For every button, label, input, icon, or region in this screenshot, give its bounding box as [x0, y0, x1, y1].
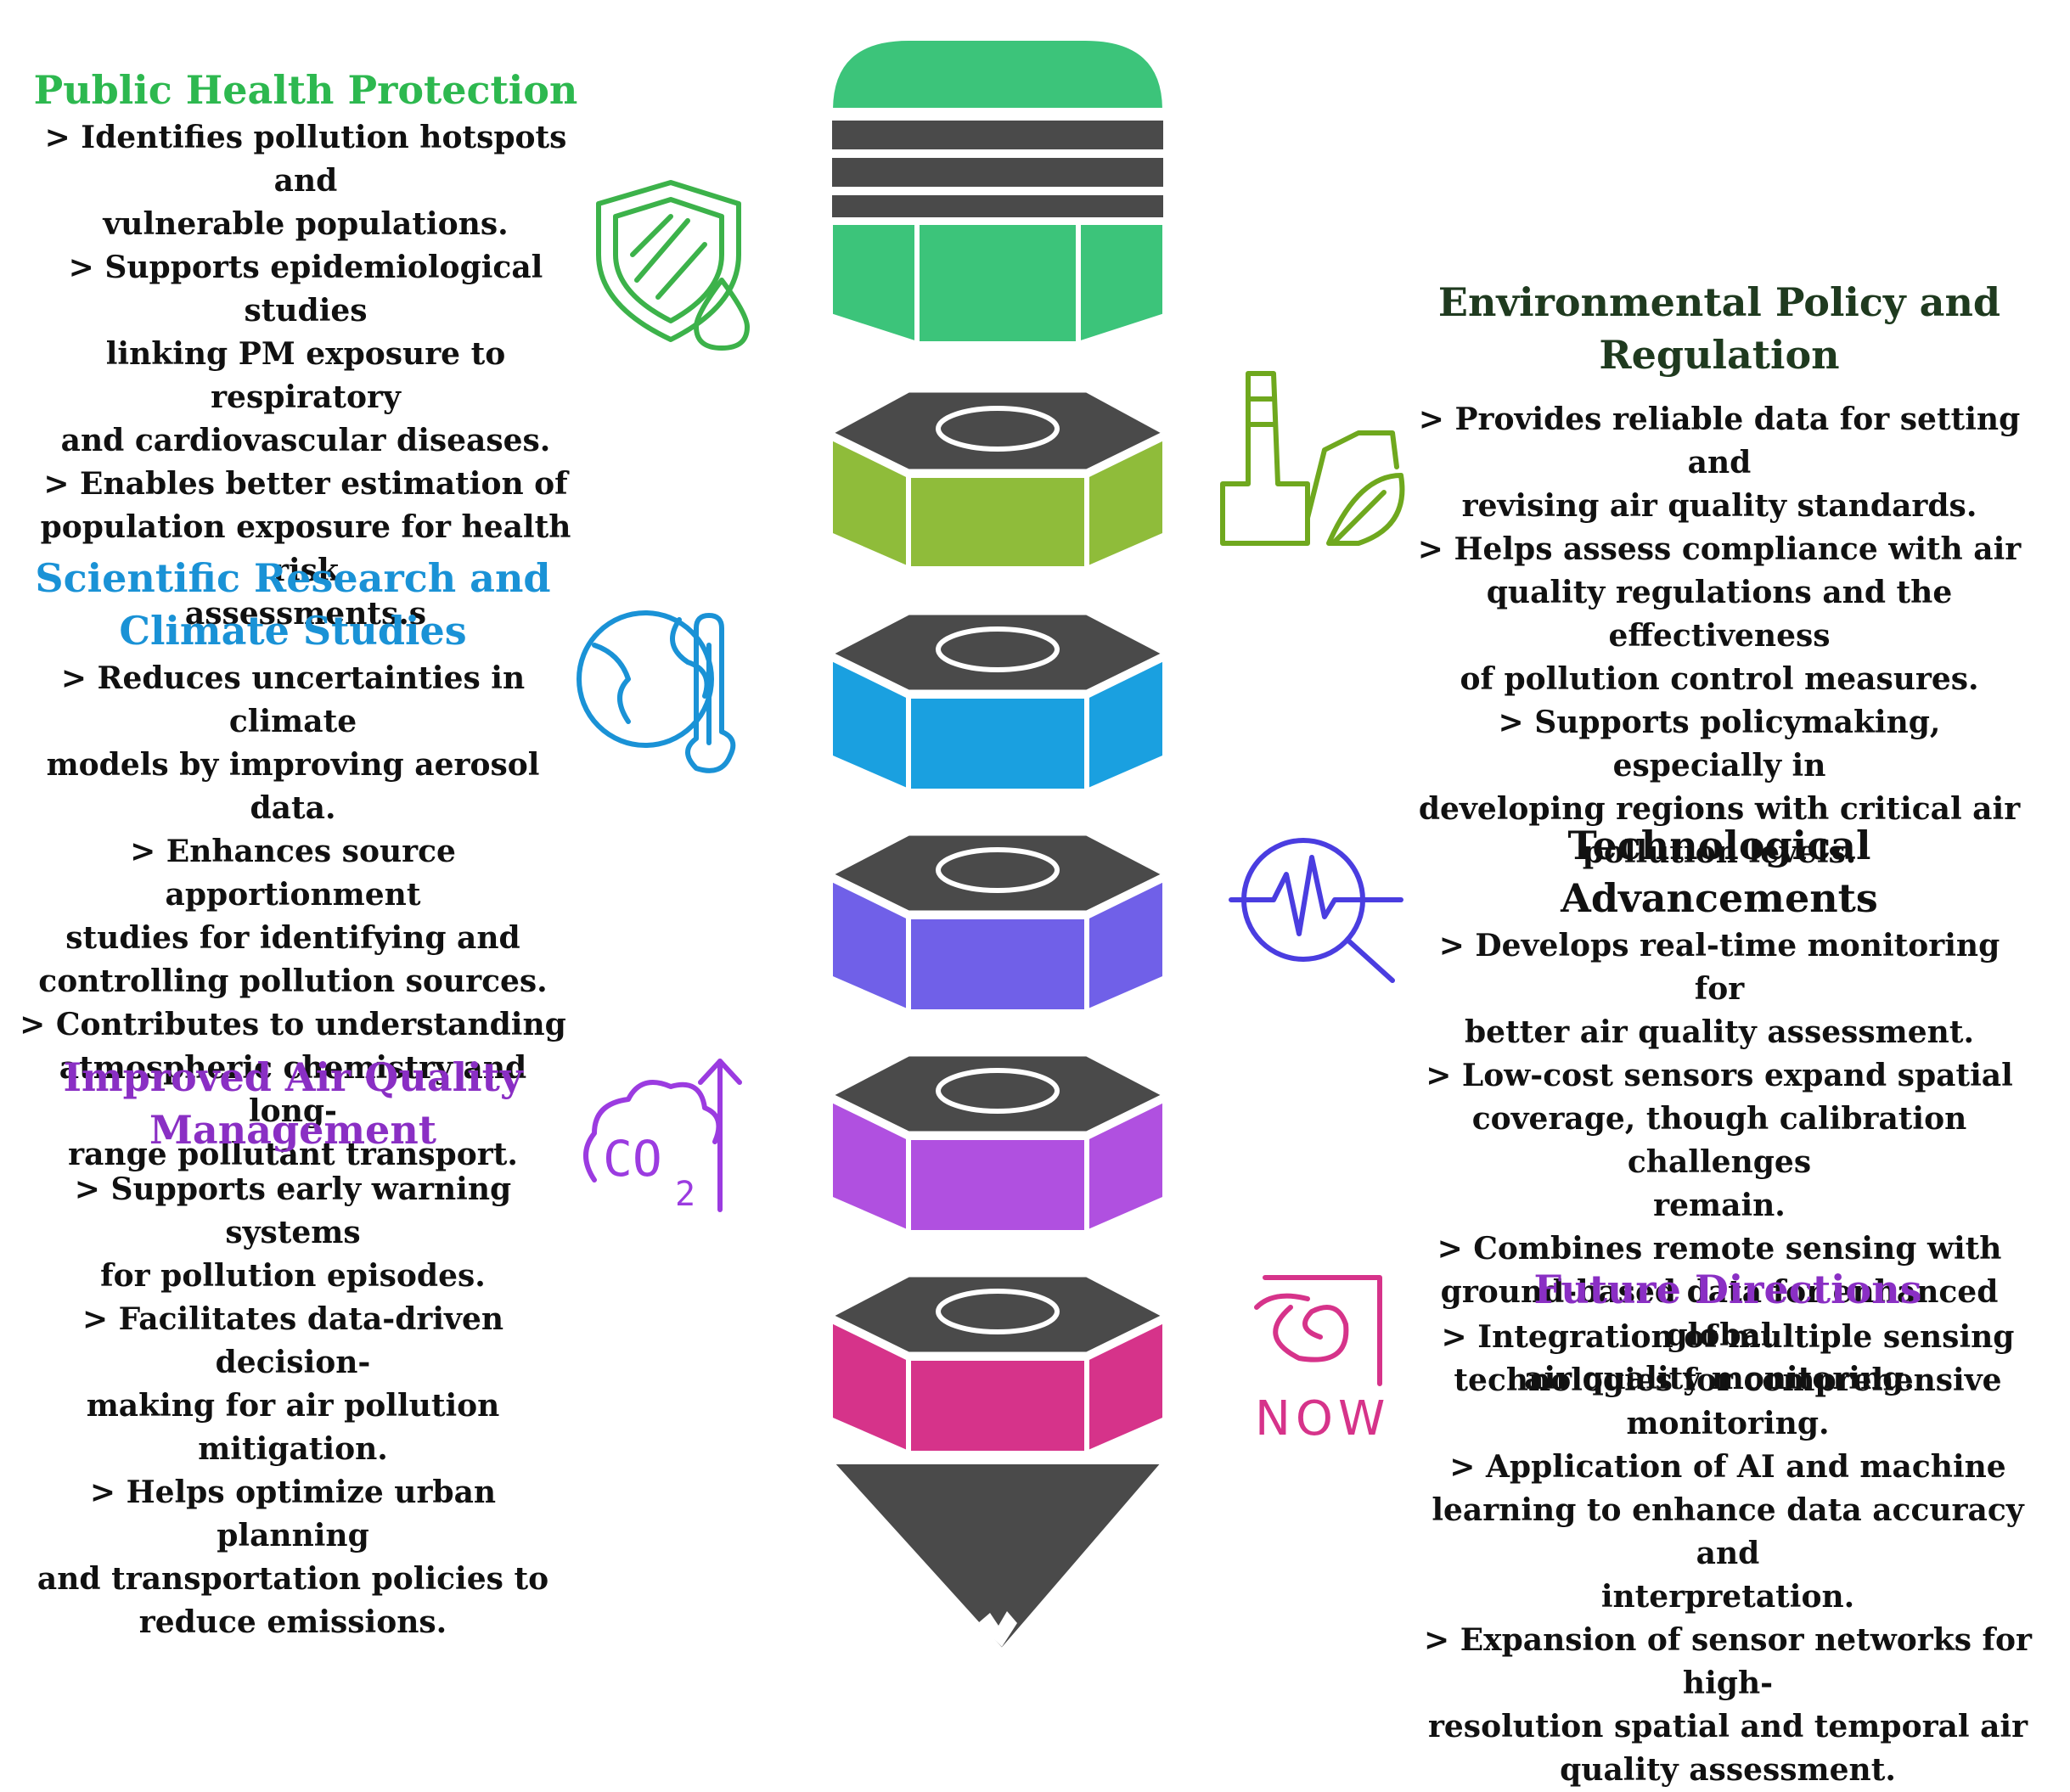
factory-leaf-icon	[1220, 371, 1405, 546]
research-line: > Contributes to understanding	[20, 1007, 566, 1042]
health-line: population exposure for health risk	[40, 509, 571, 588]
shield-drop-icon	[596, 180, 750, 351]
policy-line: > Helps assess compliance with air	[1417, 531, 2022, 567]
policy-line: revising air quality standards.	[1461, 488, 1977, 524]
pulse-magnifier-icon	[1229, 838, 1403, 983]
aqm-line: > Helps optimize urban planning	[89, 1475, 497, 1553]
future-line: technologies for comprehensive	[1454, 1362, 2002, 1398]
tech-line: better air quality assessment.	[1465, 1014, 1974, 1050]
tech-body: > Develops real-time monitoring for bett…	[1409, 924, 2029, 1401]
aqm-title-line1: Improved Air Quality	[63, 1054, 523, 1100]
health-line: vulnerable populations.	[103, 206, 509, 242]
future-line: monitoring.	[1626, 1406, 1830, 1441]
tech-line: remain.	[1653, 1188, 1786, 1223]
future-body: > Integration of multiple sensing techno…	[1409, 1316, 2046, 1792]
research-body: > Reduces uncertainties in climate model…	[13, 657, 573, 1177]
segment-purple	[825, 1052, 1170, 1237]
future-block: Future Directions > Integration of multi…	[1409, 1263, 2046, 1792]
tech-line: > Low-cost sensors expand spatial	[1426, 1058, 2013, 1093]
research-line: atmospheric chemistry and long-	[59, 1050, 527, 1129]
infographic: CO 2 NOW Public Health Protection > Iden…	[13, 36, 2032, 1788]
aqm-line: and transportation policies to	[37, 1561, 549, 1597]
health-body: > Identifies pollution hotspots and vuln…	[25, 116, 586, 636]
aqm-line: for pollution episodes.	[100, 1258, 486, 1294]
policy-title-line1: Environmental Policy and	[1437, 279, 2001, 325]
future-line: > Application of AI and machine	[1449, 1449, 2006, 1485]
research-line: > Reduces uncertainties in climate	[60, 660, 526, 739]
health-title: Public Health Protection	[33, 67, 578, 113]
policy-line: > Provides reliable data for setting and	[1418, 402, 2021, 480]
future-line: interpretation.	[1600, 1579, 1855, 1615]
health-line: and cardiovascular diseases.	[60, 423, 551, 458]
policy-line: pollution levels.	[1582, 834, 1857, 870]
tech-title: Technological Advancements	[1561, 823, 1878, 921]
icon-layer: CO 2 NOW	[577, 180, 1405, 1447]
aqm-line: reduce emissions.	[138, 1604, 447, 1640]
tech-line: coverage, though calibration challenges	[1471, 1101, 1967, 1180]
aqm-line: making for air pollution mitigation.	[86, 1388, 500, 1467]
research-title-line2: Climate Studies	[119, 608, 467, 654]
policy-line: > Supports policymaking, especially in	[1498, 705, 1941, 784]
policy-body: > Provides reliable data for setting and…	[1409, 398, 2029, 874]
globe-thermometer-icon	[577, 610, 736, 773]
central-pencil-stack	[824, 36, 1171, 1655]
research-block: Scientific Research and Climate Studies …	[13, 552, 573, 1177]
policy-line: developing regions with critical air	[1418, 791, 2021, 827]
future-line: learning to enhance data accuracy and	[1432, 1492, 2024, 1571]
now-label: NOW	[1255, 1391, 1390, 1447]
health-line: > Enables better estimation of	[43, 466, 568, 502]
tech-line: ground-based data for enhanced global	[1440, 1274, 1999, 1353]
co2-cloud-arrow-icon: CO 2	[583, 1059, 742, 1214]
research-line: > Enhances source apportionment	[130, 834, 456, 913]
research-line: range pollutant transport.	[68, 1137, 518, 1172]
segment-indigo	[825, 831, 1170, 1016]
tech-line: > Combines remote sensing with	[1437, 1231, 2002, 1267]
policy-line: of pollution control measures.	[1460, 661, 1979, 697]
policy-line: quality regulations and the effectivenes…	[1486, 575, 1953, 654]
segment-magenta	[825, 1272, 1170, 1458]
policy-title-line2: Regulation	[1599, 332, 1840, 378]
aqm-title-line2: Management	[149, 1107, 437, 1153]
pencil-tip	[824, 1459, 1171, 1655]
tech-line: > Develops real-time monitoring for	[1438, 928, 2000, 1007]
tech-block: Technological Advancements > Develops re…	[1409, 819, 2029, 1401]
health-block: Public Health Protection > Identifies po…	[25, 64, 586, 636]
future-line: quality assessment.	[1560, 1752, 1896, 1788]
health-line: assessments.s	[184, 596, 427, 632]
segment-olive	[825, 388, 1170, 573]
policy-block: Environmental Policy and Regulation > Pr…	[1409, 276, 2029, 874]
aqm-block: Improved Air Quality Management > Suppor…	[21, 1051, 565, 1644]
research-line: controlling pollution sources.	[38, 963, 548, 999]
health-line: > Identifies pollution hotspots and	[44, 120, 567, 199]
tech-line: air quality monitoring.	[1524, 1361, 1915, 1396]
co2-subscript: 2	[675, 1175, 695, 1214]
aqm-line: > Supports early warning systems	[74, 1171, 512, 1250]
aqm-body: > Supports early warning systems for pol…	[21, 1168, 565, 1644]
now-spiral-icon: NOW	[1254, 1275, 1390, 1447]
research-title-line1: Scientific Research and	[35, 555, 551, 601]
future-line: > Integration of multiple sensing	[1441, 1319, 2015, 1355]
future-line: resolution spatial and temporal air	[1427, 1709, 2028, 1744]
research-line: studies for identifying and	[65, 920, 520, 956]
health-line: > Supports epidemiological studies	[68, 250, 543, 329]
future-line: > Expansion of sensor networks for high-	[1424, 1622, 2032, 1701]
co2-label: CO	[603, 1130, 662, 1188]
segment-blue	[825, 610, 1170, 795]
segment-green-top	[827, 36, 1168, 348]
research-line: models by improving aerosol data.	[46, 747, 540, 826]
aqm-line: > Facilitates data-driven decision-	[82, 1301, 504, 1380]
health-line: linking PM exposure to respiratory	[105, 336, 506, 415]
future-title: Future Directions	[1533, 1267, 1922, 1312]
